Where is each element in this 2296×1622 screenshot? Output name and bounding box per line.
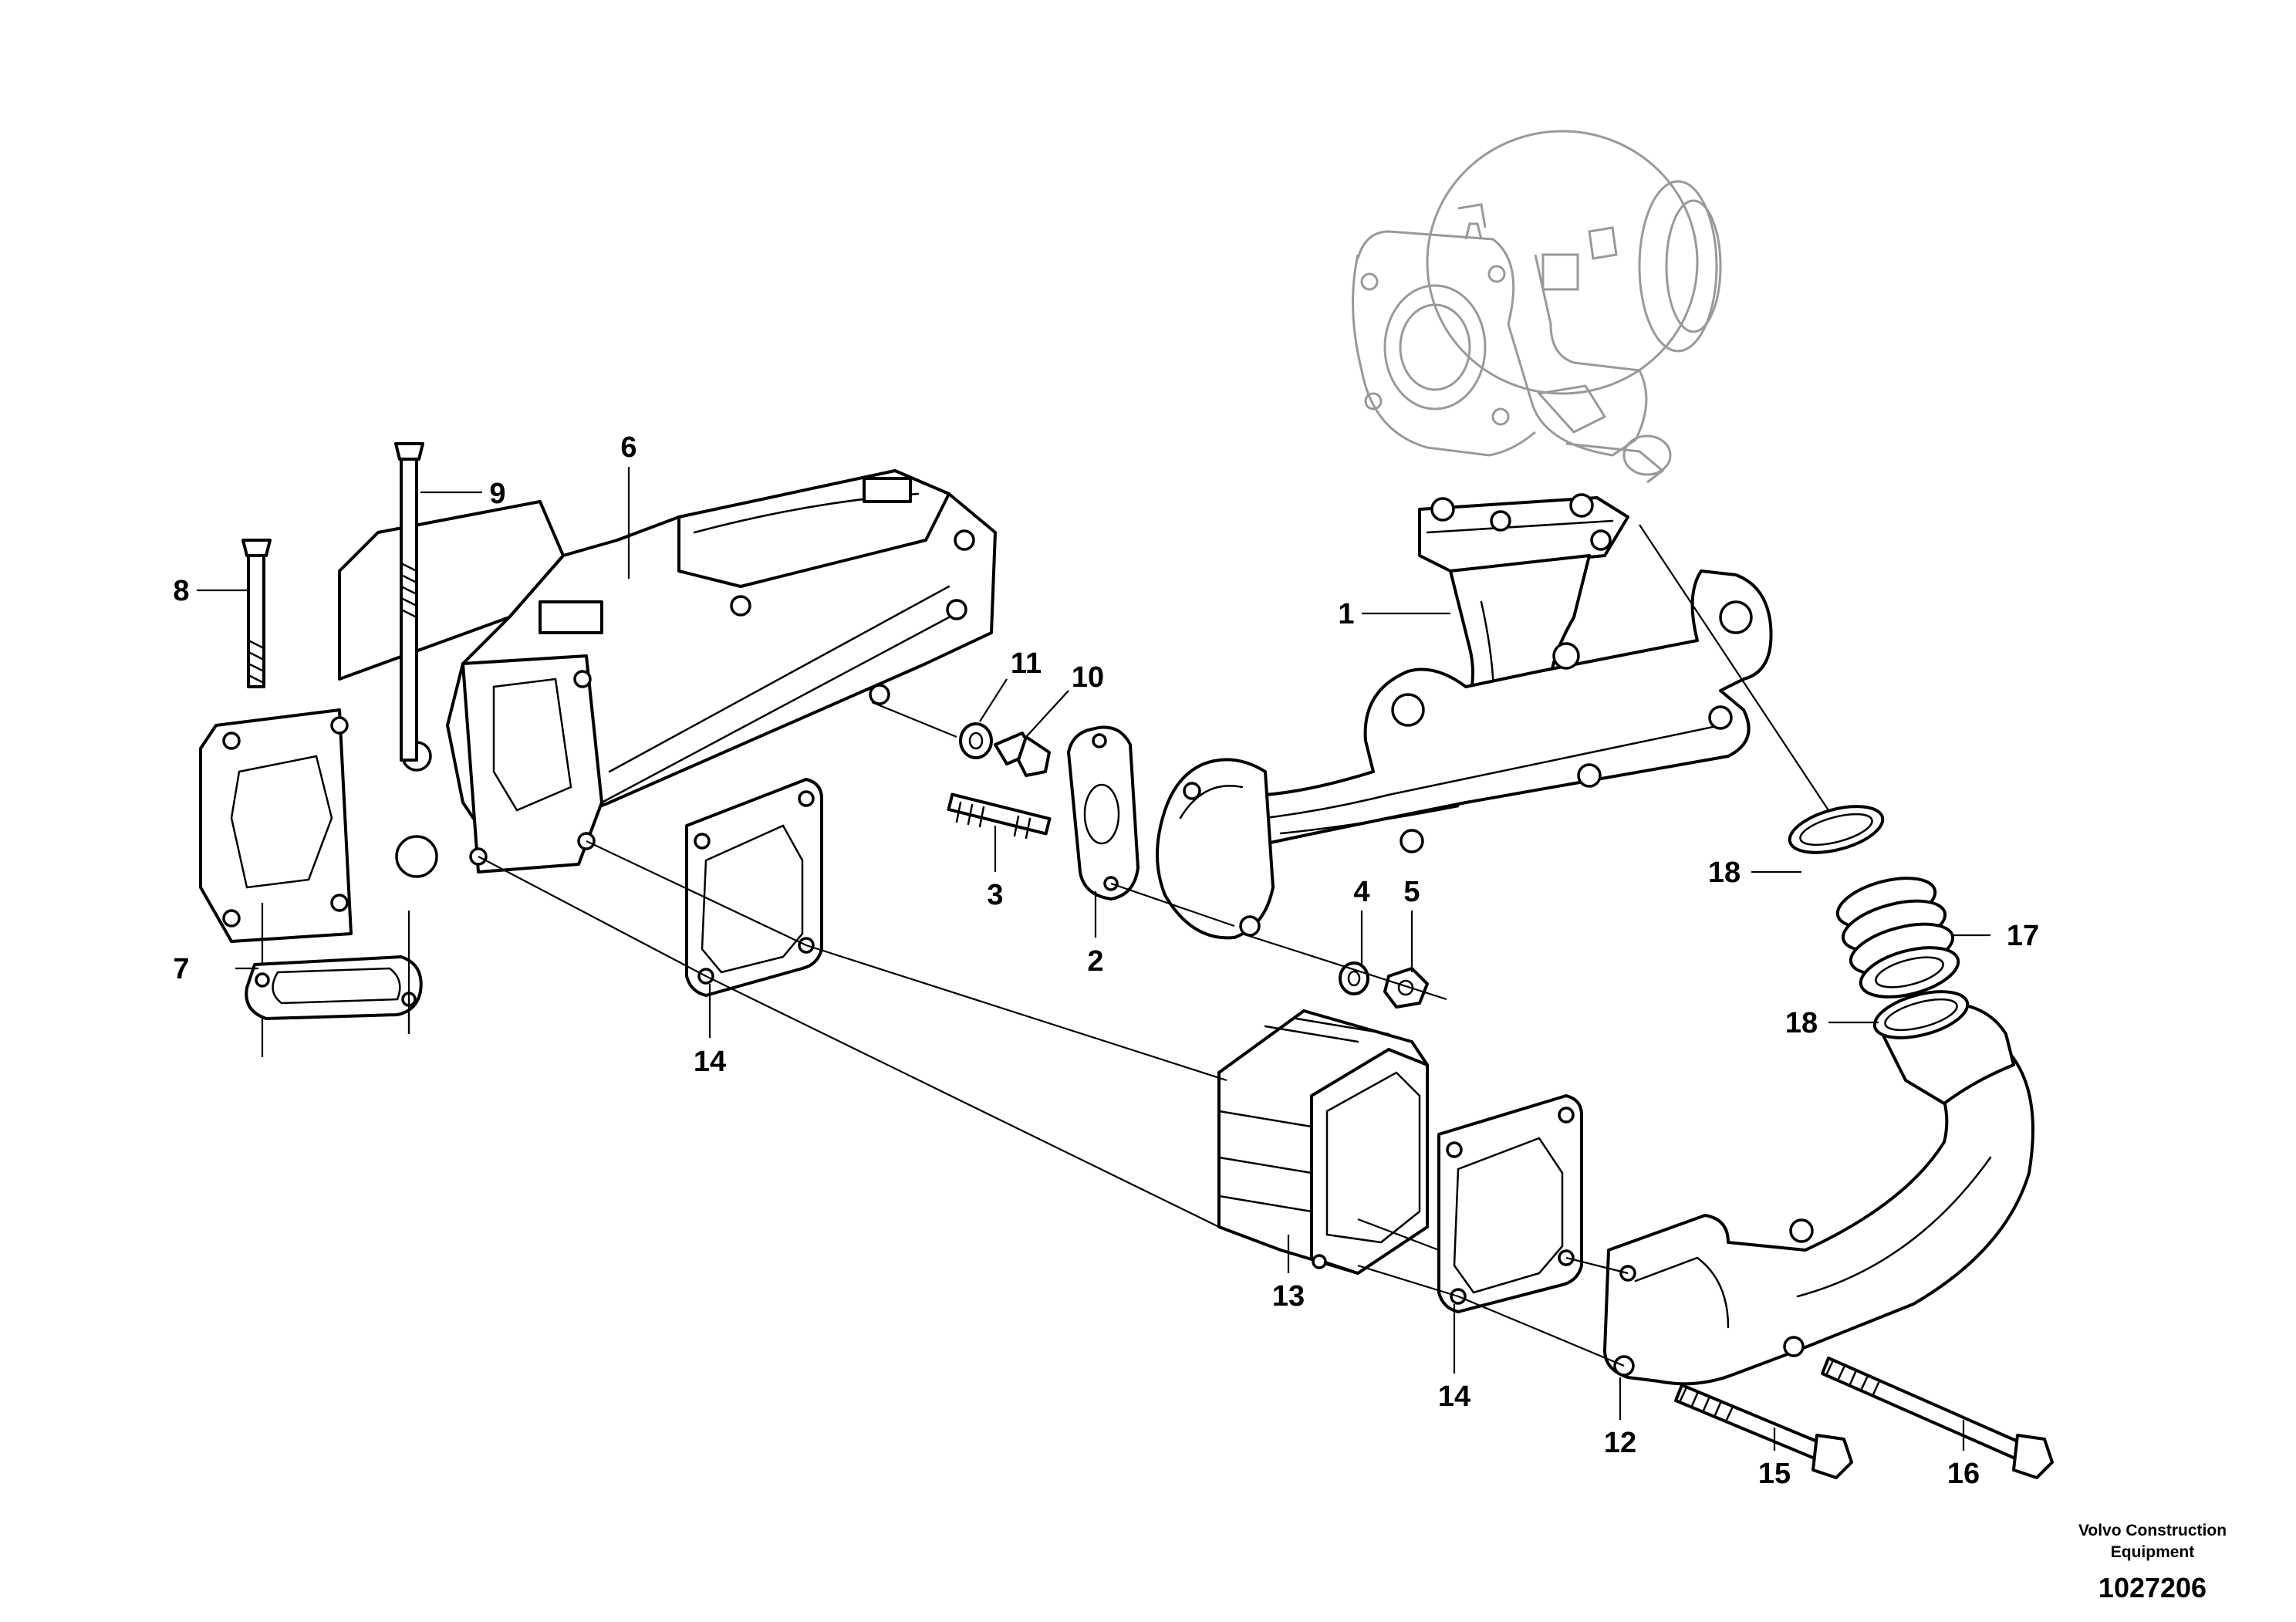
ring-18-lower	[1872, 990, 1970, 1039]
callouts: 1 2 3 4 5 6 7 8 9 10 11 12 13 14 14 15 1…	[173, 431, 2039, 1490]
callout-3: 3	[987, 879, 1003, 911]
washer-11	[959, 722, 993, 759]
callout-4: 4	[1353, 876, 1369, 908]
callout-10: 10	[1072, 661, 1104, 694]
callout-12: 12	[1604, 1427, 1636, 1459]
callout-18-lower: 18	[1785, 1007, 1818, 1039]
drawing-number: 1027206	[2098, 1572, 2207, 1603]
exhaust-manifold-front	[199, 469, 997, 943]
callout-2: 2	[1087, 945, 1103, 978]
washer-4	[1339, 961, 1369, 995]
outlet-pipe-12	[1603, 1002, 2034, 1386]
leader-lines	[197, 467, 1990, 1451]
gasket-flange-2	[1067, 725, 1140, 901]
brand-block: Volvo Construction Equipment 1027206	[2078, 1522, 2227, 1603]
nut-5	[1383, 967, 1429, 1009]
callout-14-right: 14	[1438, 1380, 1470, 1413]
sleeve-13	[1217, 1009, 1429, 1275]
callout-1: 1	[1338, 598, 1354, 630]
brand-line-2: Equipment	[2111, 1543, 2195, 1561]
turbocharger-reference	[1352, 130, 1722, 484]
callout-18-upper: 18	[1708, 857, 1741, 889]
callout-14-left: 14	[694, 1046, 726, 1078]
callout-11: 11	[1011, 647, 1042, 680]
callout-9: 9	[489, 478, 505, 510]
gasket-14-left	[685, 778, 823, 997]
bolt-8	[241, 539, 272, 688]
bolt-16	[1821, 1357, 2054, 1479]
callout-17: 17	[2007, 920, 2039, 952]
callout-13: 13	[1272, 1280, 1305, 1313]
callout-5: 5	[1403, 876, 1420, 908]
gasket-small	[245, 955, 423, 1020]
stud-3	[947, 792, 1052, 840]
ring-18-upper	[1788, 805, 1885, 854]
callout-7: 7	[173, 953, 189, 985]
screw-10	[994, 732, 1051, 777]
bolt-15	[1674, 1384, 1853, 1479]
bolt-9	[394, 442, 424, 762]
assembly-lines	[261, 524, 1829, 1367]
callout-8: 8	[173, 575, 189, 607]
bellows-17	[1835, 877, 1960, 999]
callout-6: 6	[620, 431, 636, 464]
gasket-14-right	[1437, 1094, 1583, 1313]
brand-line-1: Volvo Construction	[2078, 1522, 2227, 1539]
callout-16: 16	[1947, 1458, 1980, 1490]
exhaust-manifold-rear	[1156, 493, 1773, 940]
callout-15: 15	[1758, 1458, 1791, 1490]
